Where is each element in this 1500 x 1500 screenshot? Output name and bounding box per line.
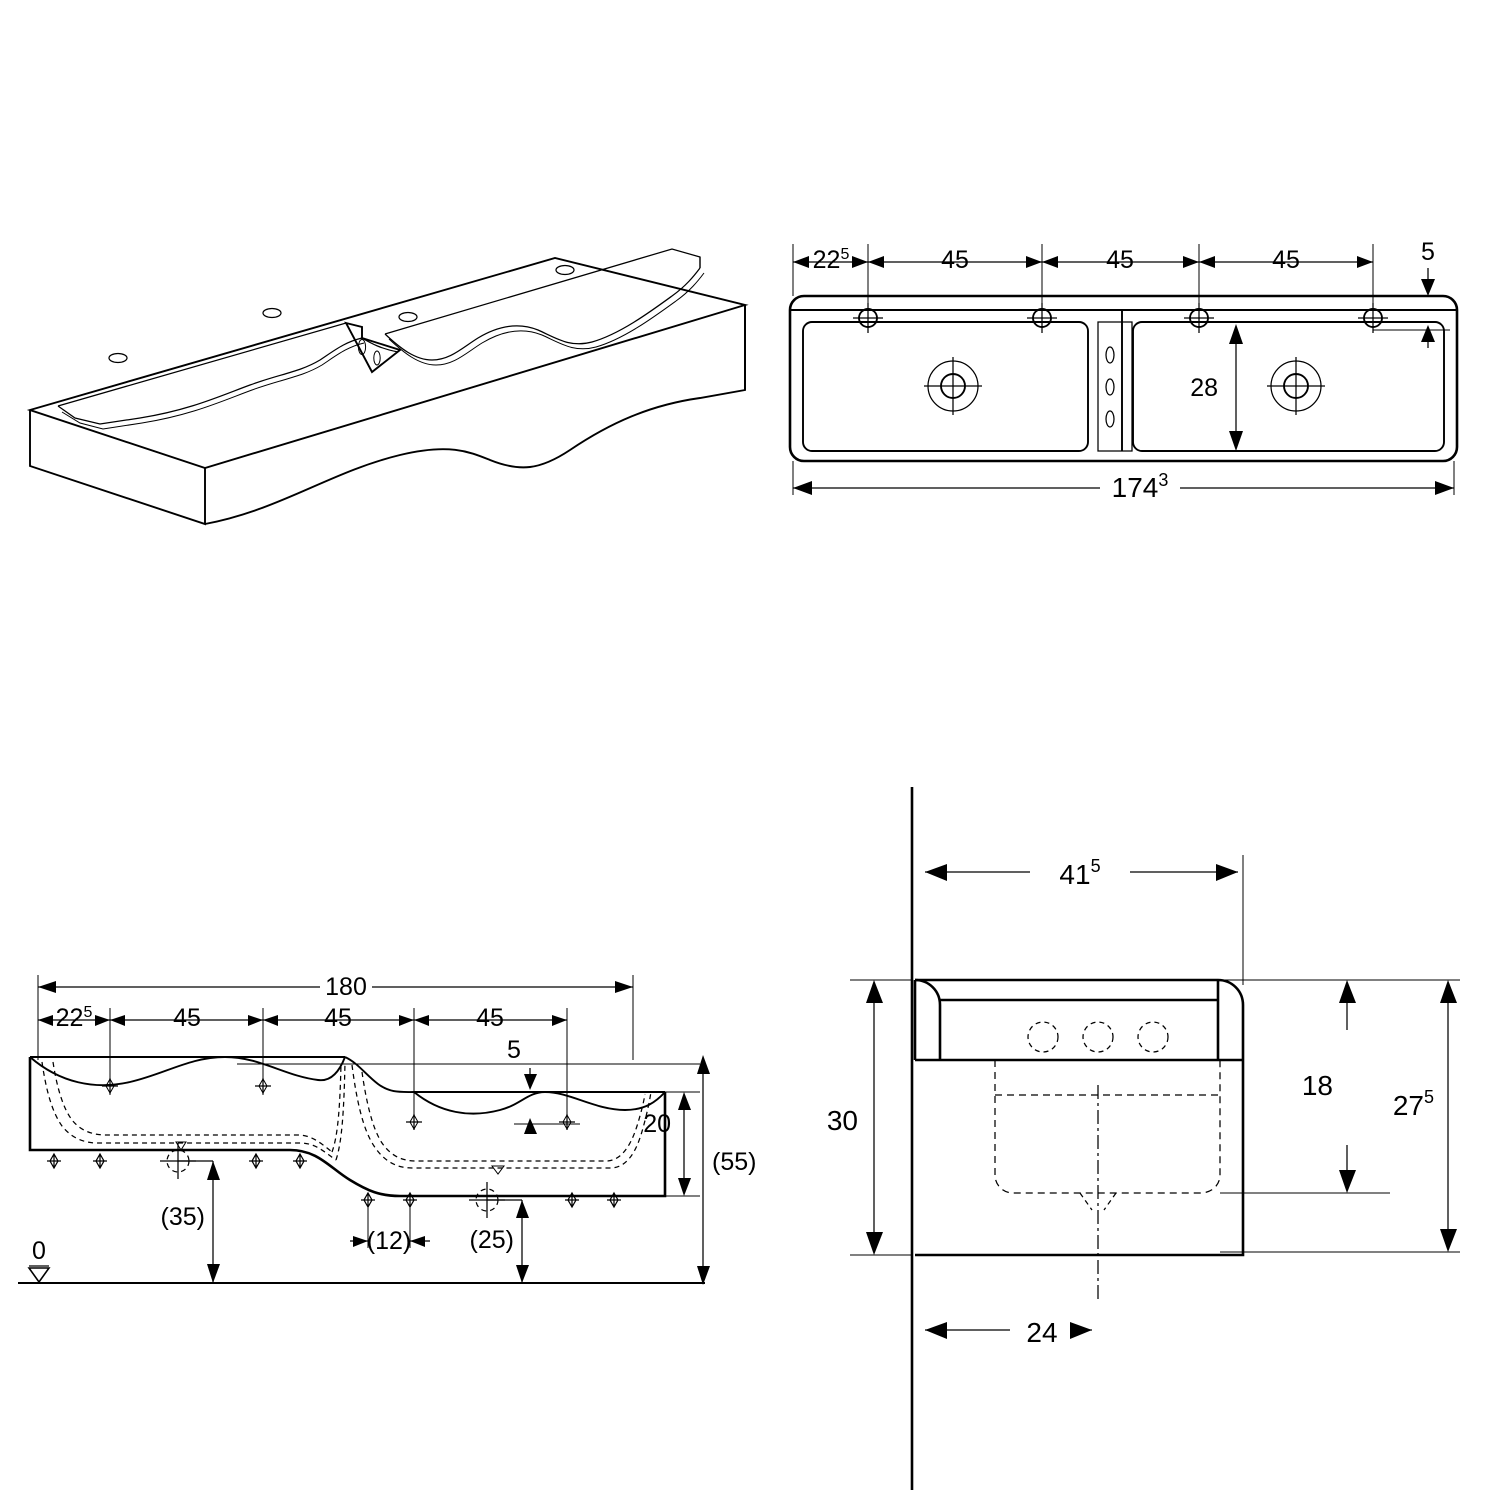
front-hidden-basin-right-b [361,1071,646,1162]
front-dim-12-group [350,1236,430,1247]
front-dim-20: 20 [643,1110,671,1138]
front-hidden-basin-left-right-wall [335,1061,346,1161]
front-tap-hole-4 [559,1113,575,1131]
front-dim-35: (35) [161,1203,205,1231]
tap-hole-iso-4 [555,264,575,276]
overflow-slot-top-1 [1105,346,1115,364]
side-ledge-round-left [914,978,942,1060]
top-divider-bar [1097,321,1133,452]
datum-marker [27,1265,51,1284]
front-tap-hole-2 [255,1077,271,1095]
front-dim-180-group [38,981,633,993]
side-dim-18: 18 [1302,1070,1333,1101]
iso-right-basin-floor [384,267,701,361]
top-dim-chain [793,256,1373,268]
tap-hole-iso-1 [108,352,128,364]
top-basin-right [1132,321,1445,452]
iso-right-basin-floor-shadow [388,272,705,366]
side-tap-hole-3 [1137,1021,1169,1053]
side-hidden-basin-outer [994,1060,1221,1194]
tap-hole-top-1 [853,303,883,333]
front-hidden-basin-left-b [52,1061,333,1153]
top-dim-45-3: 45 [1272,246,1300,274]
front-right-wave [413,1091,666,1115]
front-tap-hole-3 [406,1113,422,1131]
front-datum-label: 0 [32,1237,46,1265]
side-dim-275: 275 [1393,1087,1434,1121]
iso-front-wave-bottom [204,305,746,525]
drain-top-left [924,357,982,415]
top-dim-22-5: 225 [813,246,850,274]
iso-top-rim [26,257,749,469]
top-back-ledge-left [790,309,1123,322]
side-section-view: 415 30 [827,787,1460,1490]
top-dim-overall-group [793,481,1454,495]
side-drain-funnel [1079,1192,1117,1211]
iso-left-basin-floor [57,337,363,425]
side-dim-30: 30 [827,1105,858,1136]
tap-hole-iso-2 [262,307,282,319]
front-dim-12: (12) [367,1227,411,1255]
side-dim-18-group [1220,980,1390,1194]
front-dim-22-5: 225 [56,1004,93,1032]
top-dim-28: 28 [1190,374,1218,402]
overflow-slot-iso-2 [373,350,381,366]
tap-hole-top-4 [1358,303,1388,333]
tap-hole-top-2 [1027,303,1057,333]
top-outer-body [788,294,1459,463]
side-tap-hole-2 [1082,1021,1114,1053]
overflow-slot-top-2 [1105,378,1115,396]
front-elevation-view: 180 225 45 45 45 [18,973,756,1285]
front-dim-25: (25) [470,1226,514,1254]
overflow-slot-iso-1 [357,339,367,355]
top-plan-view: 225 45 45 45 5 28 1743 [788,238,1459,503]
side-dim-24: 24 [1026,1317,1057,1348]
front-outer-body [28,1057,667,1198]
top-dim-45-1: 45 [941,246,969,274]
tap-hole-top-3 [1184,303,1214,333]
front-left-wave [29,1056,346,1087]
front-dim-45-1: 45 [173,1004,201,1032]
side-dim-415: 415 [1059,856,1100,890]
side-dim-30-group [866,980,883,1255]
front-dim-5-group [514,1068,580,1134]
front-dim-25-group [487,1199,529,1283]
iso-left-end-face [29,410,206,526]
top-dim-28-group [1229,324,1243,451]
front-dim-chain [38,1015,567,1026]
iso-left-basin-floor-shadow [61,342,365,430]
overflow-slot-top-3 [1105,410,1115,428]
top-dim-45-2: 45 [1106,246,1134,274]
side-body-outline [915,978,1245,1257]
front-dim-45-2: 45 [324,1004,352,1032]
front-dim-45-3: 45 [476,1004,504,1032]
iso-divider-front-edge [361,337,399,353]
drain-top-right [1267,357,1325,415]
side-dim-275-group [1440,980,1457,1252]
isometric-view [26,248,749,526]
front-dim-20-group [678,1092,691,1196]
front-dim-55: (55) [712,1148,756,1176]
side-dim-24-group [925,1322,1092,1339]
front-overflow-right [491,1165,505,1175]
front-dim-180: 180 [325,973,367,1001]
tap-hole-iso-3 [398,311,418,323]
fixing-markers-upper-row [47,1143,307,1179]
side-tap-hole-1 [1027,1021,1059,1053]
front-tap-hole-1 [102,1077,118,1095]
front-dim-55-group [697,1055,710,1285]
iso-divider-wedge [344,321,403,374]
iso-left-basin-back-rim [57,322,363,407]
front-hidden-basin-right-a [351,1064,652,1169]
front-dim-35-group [178,1160,220,1283]
top-dim-5-group [1373,268,1450,348]
front-hidden-basin-left-right-wall-b [331,1063,342,1153]
top-basin-left [802,321,1089,452]
front-hidden-basin-left-a [41,1061,337,1161]
side-dim-415-group [925,864,1238,881]
front-dim-5: 5 [507,1036,521,1064]
top-dim-5: 5 [1421,238,1435,266]
top-dim-174-3: 1743 [1112,470,1169,503]
